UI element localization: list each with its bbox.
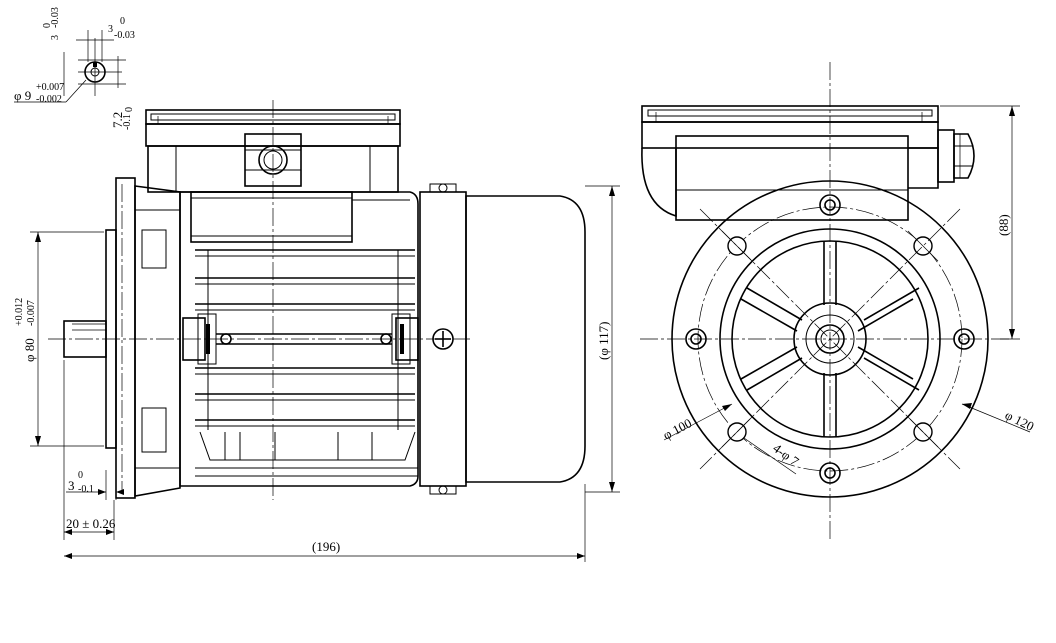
terminal-box-front (641, 105, 939, 221)
key-depth-label: 7.2 (110, 112, 125, 128)
front-view-dimensions: (88) φ 100 4-φ 7 φ 120 (660, 105, 1037, 475)
side-view (48, 100, 586, 500)
body-diameter-label: (φ 117) (596, 322, 611, 360)
motor-housing (179, 191, 419, 487)
spigot-depth-upper: 0 (78, 470, 83, 481)
shaft-diameter-label: φ 9 (14, 88, 31, 103)
shaft-diameter-lower: -0.002 (36, 94, 62, 105)
key-depth-lower: -0.1 (122, 114, 133, 130)
hole-circle (697, 206, 963, 472)
shaft-length-label: 20 ± 0.26 (66, 516, 116, 531)
tie-bolts (685, 194, 975, 484)
shaft-diameter-upper: +0.007 (36, 82, 64, 93)
spigot-diameter-lower: -0.007 (26, 300, 37, 326)
key-depth-upper: 0 (124, 107, 135, 112)
mounting-flange (105, 177, 181, 499)
keyway-side-upper: 0 (120, 16, 125, 27)
fan-spokes (740, 241, 920, 437)
hole-circle-diameter-label: φ 100 (660, 415, 694, 442)
keyway-width-upper: 0 (42, 23, 53, 28)
front-view (640, 62, 1012, 540)
fan-cover (465, 195, 586, 483)
flange-outer (671, 180, 989, 498)
cable-gland (937, 129, 975, 183)
terminal-box-side (145, 109, 401, 193)
terminal-height-label: (88) (996, 214, 1011, 236)
shaft-section-detail: 3 -0.03 0 3 -0.03 0 φ 9 +0.007 -0.002 7.… (14, 7, 135, 130)
spigot-depth-lower: -0.1 (78, 484, 94, 495)
spigot-diameter-upper: +0.012 (14, 298, 25, 326)
side-view-dimensions: φ 80 +0.012 -0.007 3 0 -0.1 20 ± 0.26 (1… (14, 185, 620, 562)
keyway-side-lower: -0.03 (114, 30, 135, 41)
spigot-diameter-label: φ 80 (22, 338, 37, 362)
tie-rod (182, 313, 419, 365)
overall-length-label: (196) (312, 539, 340, 554)
flange-diameter-label: φ 120 (1003, 407, 1037, 434)
spigot-depth-label: 3 (68, 478, 75, 493)
keyway-width-lower: -0.03 (50, 7, 61, 28)
keyway-width-nominal: 3 (50, 35, 61, 40)
keyway-side-nominal: 3 (108, 24, 113, 35)
